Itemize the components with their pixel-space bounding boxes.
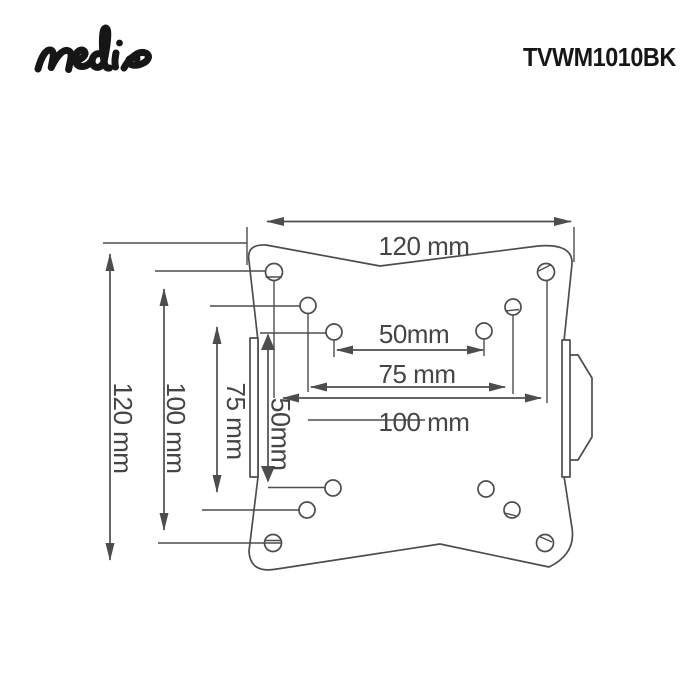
dimension-label-vesa-height-75: 75 mm — [221, 382, 251, 460]
dimension-line-vesa-width-100 — [282, 393, 542, 403]
dimension-line-vesa-height-50 — [261, 333, 275, 483]
dimension-label-vesa-width-100: 100 mm — [378, 407, 470, 437]
dimension-line-plate-width — [266, 217, 572, 226]
dimension-line-vesa-height-75 — [212, 326, 222, 493]
corner-hole-top-right — [536, 262, 556, 282]
left-slide-rail — [249, 337, 259, 478]
nedis-logo: nedis — [34, 24, 152, 73]
mounting-holes — [263, 262, 556, 553]
nedis-logo-strokes — [34, 24, 152, 73]
dimension-label-plate-width: 120 mm — [378, 231, 470, 261]
dimension-label-vesa-width-75: 75 mm — [378, 359, 456, 389]
vesa50-hole-bottom-left — [324, 479, 342, 497]
dimension-line-plate-height — [105, 253, 115, 561]
right-slide-rail — [561, 339, 571, 478]
dimension-line-vesa-width-75 — [310, 382, 506, 392]
vesa75-hole-top-right — [504, 298, 522, 316]
vesa50-hole-bottom-right — [477, 480, 495, 498]
product-code: TVWM1010BK — [523, 42, 676, 72]
extension-lines — [103, 227, 575, 544]
dimension-label-vesa-height-50: 50mm — [265, 397, 296, 471]
dimension-line-vesa-height-100 — [159, 288, 169, 531]
dimension-label-vesa-height-100: 100 mm — [161, 382, 191, 474]
dimension-label-plate-height: 120 mm — [108, 382, 138, 474]
hole-chord-marks — [265, 263, 553, 543]
vesa75-hole-top-left — [299, 296, 317, 315]
dimension-line-vesa-width-50 — [336, 345, 484, 355]
vesa50-hole-top-left — [325, 323, 343, 341]
vesa75-hole-bottom-right — [503, 501, 521, 519]
corner-hole-bottom-right — [535, 533, 555, 553]
vesa-adapter-clip — [568, 354, 593, 461]
dimension-label-vesa-width-50: 50mm — [378, 319, 450, 349]
vesa75-hole-bottom-left — [298, 501, 316, 519]
vesa50-hole-top-right — [475, 322, 493, 340]
corner-hole-top-left — [264, 262, 284, 282]
